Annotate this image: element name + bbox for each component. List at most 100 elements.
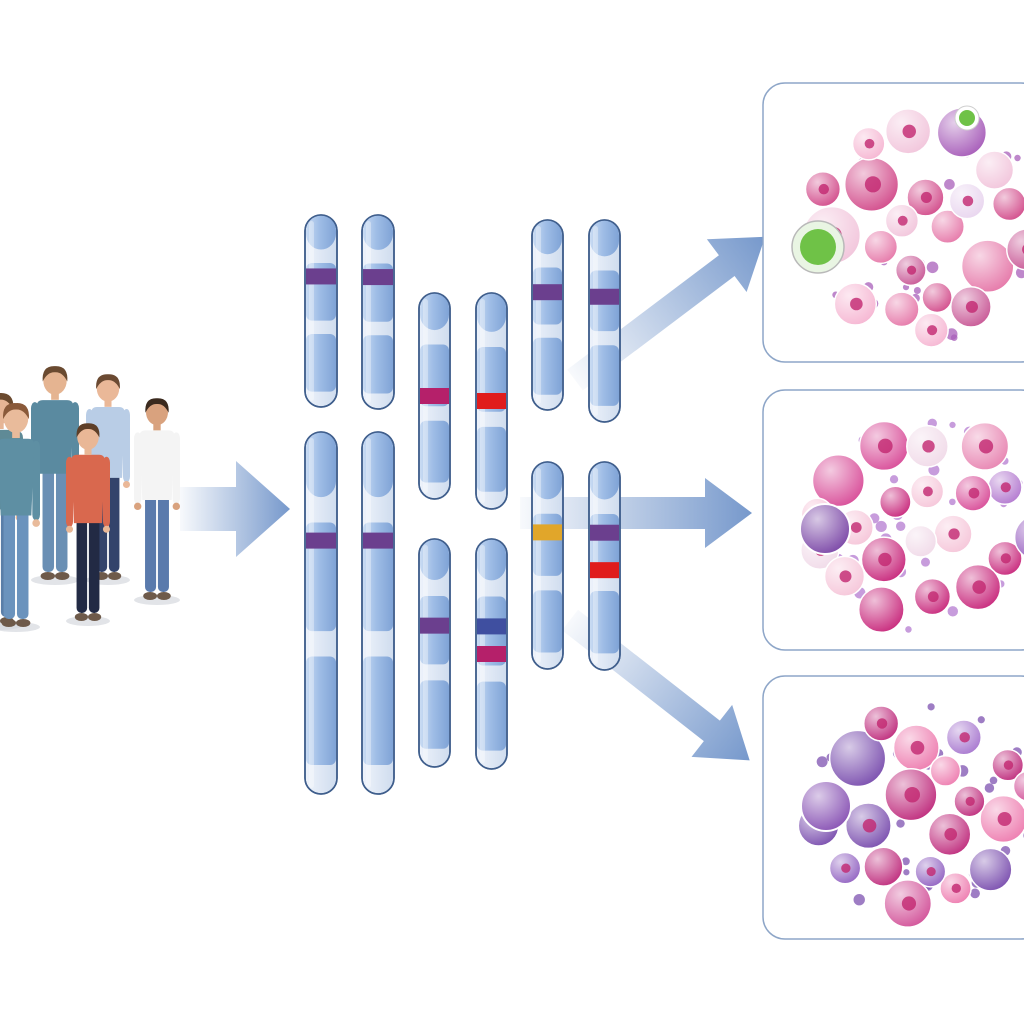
cell-cluster-2 [799,418,1024,634]
tissue-1-cell [843,156,900,212]
chromosome-1-band-1 [306,268,336,285]
tissue-2-cell [960,421,1010,471]
tissue-2-cell [954,474,992,512]
tissue-1-cell [960,239,1015,294]
tissue-1-cell [948,182,986,220]
chromosome-2-band-1 [363,269,393,286]
tissue-2-cell [823,555,866,598]
tissue-1-cell [894,254,927,287]
green-cell [791,220,845,274]
tissue-2-cell [954,563,1002,611]
tissue-3-cell [914,855,947,888]
tissue-2-cell [857,586,905,634]
chromosome-9-band-1 [420,617,449,634]
tissue-3-cell [968,847,1013,892]
chromosome-12 [588,461,621,671]
tissue-2-cell [878,485,912,519]
tissue-1-cell [863,229,899,265]
chromosome-8 [361,431,395,795]
tissue-3-cell [945,719,982,756]
tissue-1-cell [884,203,920,238]
tissue-3-cell [884,768,938,822]
chromosomes-to-panel-3-arrow [561,609,750,761]
tissue-3-cell [929,755,962,787]
tissue-1-cell [950,285,992,328]
tissue-1-cell [851,126,886,161]
chromosome-3 [418,292,451,500]
chromosome-9 [418,538,451,768]
chromosome-1 [304,214,338,408]
tissue-1-cell [991,186,1024,222]
tissue-panels [762,82,1024,940]
purple-cell [799,503,851,555]
person-man-left [0,403,40,632]
chromosome-7 [304,431,338,795]
tissue-2-cell [987,540,1023,577]
tissue-panel-2 [762,389,1024,651]
chromosome-7-band-1 [306,532,336,549]
tissue-1-cell [930,209,965,245]
tissue-3-cell [844,802,892,850]
chromosomes-to-panel-2-arrow [520,478,752,548]
tissue-1-cell [906,178,945,217]
tissue-1-cell [883,291,920,328]
cell-cluster-3 [797,703,1024,928]
chromosome-4 [475,292,508,510]
tissue-panel-3 [762,675,1024,940]
tissue-3-cell [927,812,972,857]
cell-cluster-1 [791,105,1024,348]
person-woman-right [134,398,181,605]
tissue-2-cell [860,536,907,583]
tissue-3-cell [979,794,1024,844]
chromosome-8-band-1 [363,532,393,549]
tissue-1-cell [804,170,842,208]
chromosome-set [304,214,621,795]
chromosome-3-band-1 [420,388,449,404]
tissue-panel-1 [762,82,1024,363]
chromosome-12-band-1 [590,524,619,541]
tissue-3-cell [828,729,887,788]
purple-cell [800,780,852,832]
population-group [0,366,181,632]
chromosome-12-band-2 [590,562,619,579]
tissue-3-cell [828,851,862,885]
chromosome-11 [531,461,564,670]
chromosome-5-band-1 [533,284,562,301]
tissue-1-cell [884,108,932,155]
tissue-3-cell [883,879,933,928]
tissue-3-cell [862,705,900,742]
tissue-1-cell [974,150,1015,190]
tissue-1-cell [833,282,878,326]
tissue-2-cell [933,514,973,554]
tissue-2-cell [913,577,952,616]
tissue-3-cell [953,785,986,818]
chromosome-10-band-1 [477,618,506,635]
tissue-2-cell [904,524,938,558]
chromosome-10-band-2 [477,646,506,662]
tissue-3-cell [939,872,972,905]
chromosome-6-band-1 [590,288,619,305]
chromosome-11-band-1 [533,524,562,541]
tissue-3-cell [1012,770,1024,803]
tissue-3-cell [863,846,904,887]
tissue-3-cell [991,748,1024,782]
tissue-2-cell [811,454,865,508]
chromosome-2 [361,214,395,410]
chromosome-6 [588,219,621,423]
tissue-2-cell [906,424,949,468]
person-woman-front [66,423,111,626]
tissue-1-cell [913,312,949,348]
tissue-2-cell [1013,514,1024,561]
green-cell-small [954,105,980,131]
tissue-2-cell [858,420,910,472]
tissue-1-cell [1005,228,1024,271]
chromosome-4-band-1 [477,393,506,409]
tissue-1-cell [921,281,953,314]
tissue-3-cell [892,724,940,772]
chromosome-10 [475,538,508,770]
chromosome-5 [531,219,564,411]
tissue-2-cell [909,474,945,509]
population-to-chromosomes-arrow [180,461,290,557]
